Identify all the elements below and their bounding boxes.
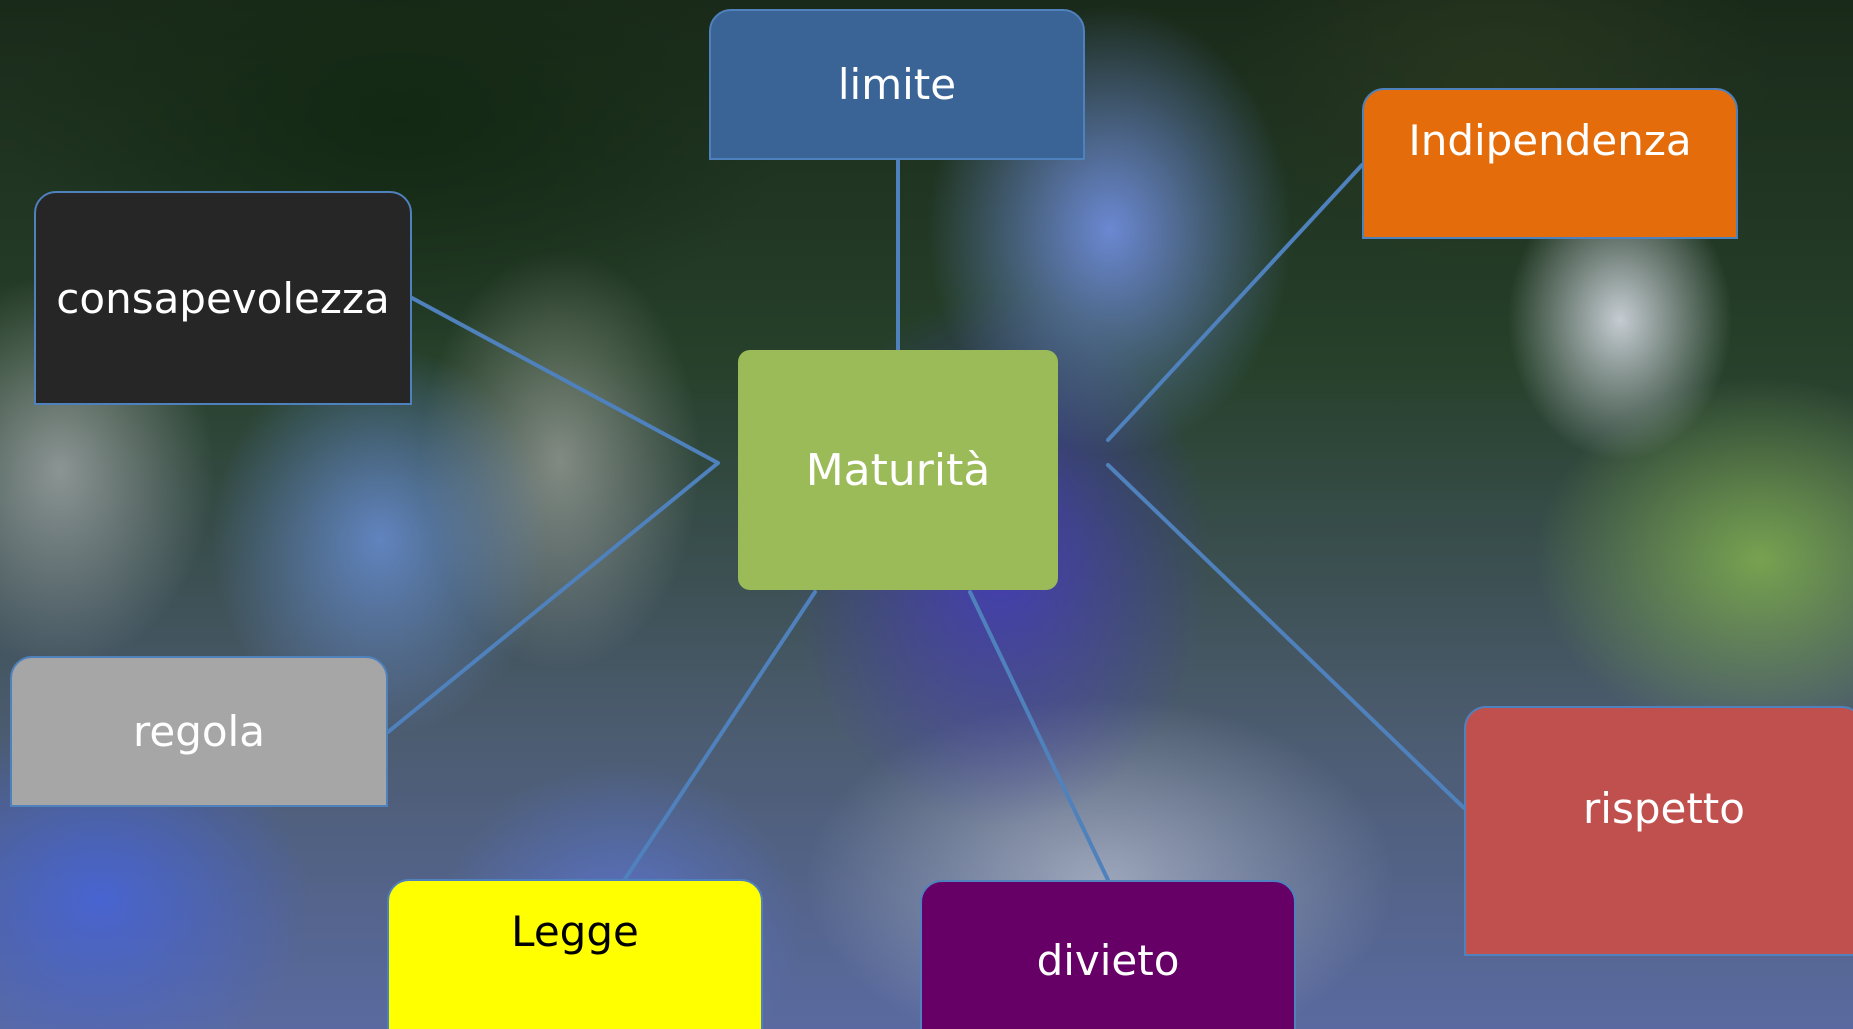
node-regola-label: regola xyxy=(133,707,265,756)
node-consapevolezza: consapevolezza xyxy=(34,191,412,405)
connector-legge xyxy=(623,590,817,881)
node-rispetto-label: rispetto xyxy=(1583,784,1745,833)
connector-indipendenza xyxy=(1106,163,1364,442)
node-divieto-label: divieto xyxy=(1036,936,1180,985)
connector-regola xyxy=(386,461,720,734)
node-divieto: divieto xyxy=(920,880,1296,1029)
connector-consapevolezza xyxy=(410,296,720,465)
node-rispetto: rispetto xyxy=(1464,706,1853,956)
node-indipendenza-label: Indipendenza xyxy=(1408,116,1692,165)
node-legge: Legge xyxy=(387,879,763,1029)
node-limite-label: limite xyxy=(837,60,957,109)
connector-rispetto xyxy=(1106,463,1466,810)
node-regola: regola xyxy=(10,656,388,807)
connector-divieto xyxy=(968,590,1110,882)
node-consapevolezza-label: consapevolezza xyxy=(56,273,390,323)
center-node-label: Maturità xyxy=(805,444,991,496)
node-legge-label: Legge xyxy=(511,907,639,956)
center-node-maturita: Maturità xyxy=(738,350,1058,590)
node-limite: limite xyxy=(709,9,1085,160)
node-indipendenza: Indipendenza xyxy=(1362,88,1738,239)
